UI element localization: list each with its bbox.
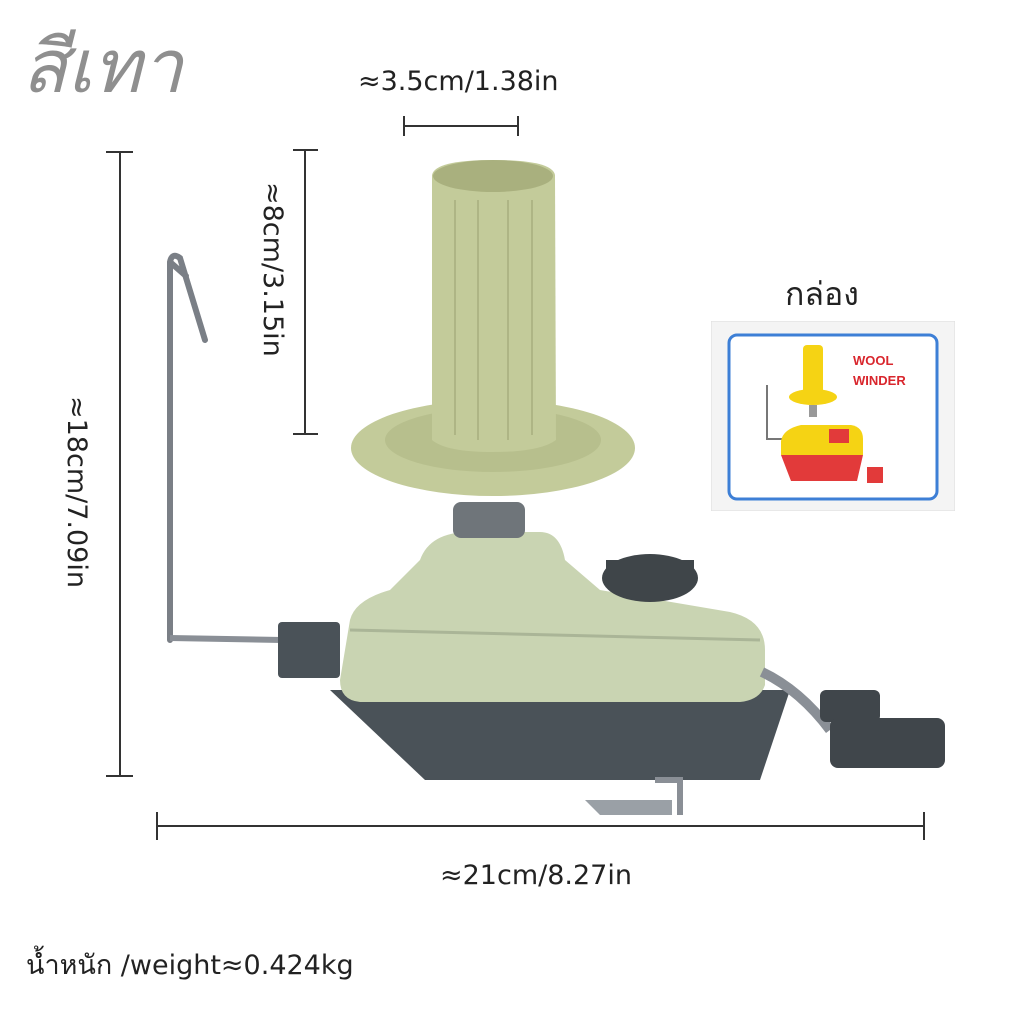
yarn-guide-wire bbox=[167, 252, 208, 643]
box-print-line2: WINDER bbox=[853, 373, 906, 388]
base-housing bbox=[330, 690, 790, 780]
box-border bbox=[727, 333, 939, 501]
width-top-label: ≈3.5cm/1.38in bbox=[358, 66, 559, 97]
clamp-screw bbox=[585, 800, 672, 815]
gear bbox=[453, 502, 525, 538]
page-title: สีเทา bbox=[22, 24, 183, 110]
box-label: กล่อง bbox=[785, 275, 859, 313]
box-image: WOOL WINDER bbox=[711, 321, 955, 511]
guide-arm bbox=[169, 635, 283, 643]
box-print-line1: WOOL bbox=[853, 353, 893, 368]
crank-grip bbox=[830, 718, 945, 768]
crank-arm bbox=[759, 667, 834, 734]
winder-body bbox=[340, 532, 765, 702]
crank-grip-top bbox=[820, 690, 880, 722]
weight-label: น้ำหนัก /weight≈0.424kg bbox=[26, 950, 354, 981]
spindle bbox=[432, 160, 556, 452]
clamp-block bbox=[278, 622, 340, 678]
total-width-label: ≈21cm/8.27in bbox=[440, 860, 632, 891]
